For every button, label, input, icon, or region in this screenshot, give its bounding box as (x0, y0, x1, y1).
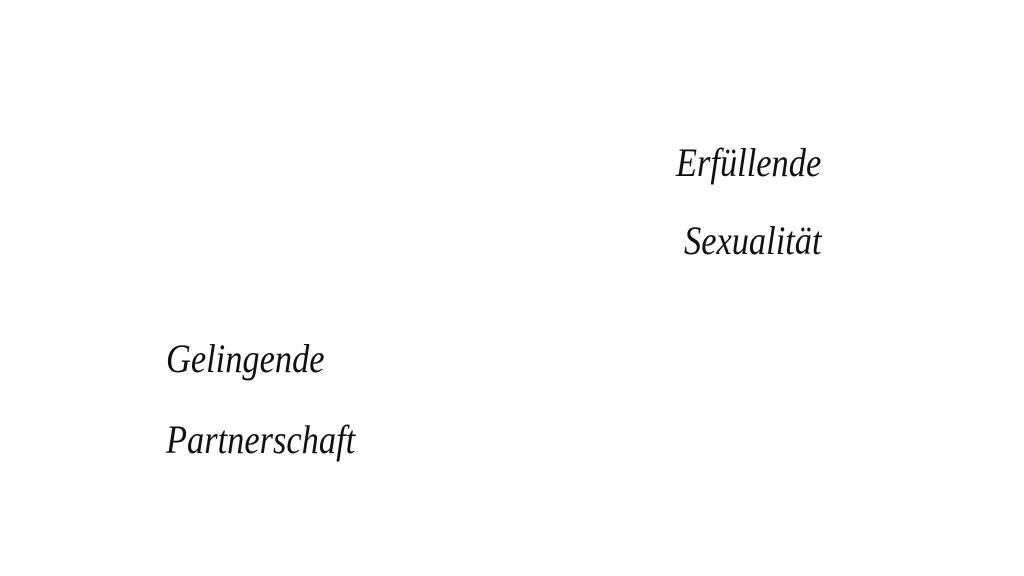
text-gelingende: Gelingende (166, 336, 325, 381)
text-erfuellende: Erfüllende (676, 140, 822, 185)
text-sexualitaet: Sexualität (684, 218, 822, 263)
text-partnerschaft: Partnerschaft (166, 417, 356, 462)
